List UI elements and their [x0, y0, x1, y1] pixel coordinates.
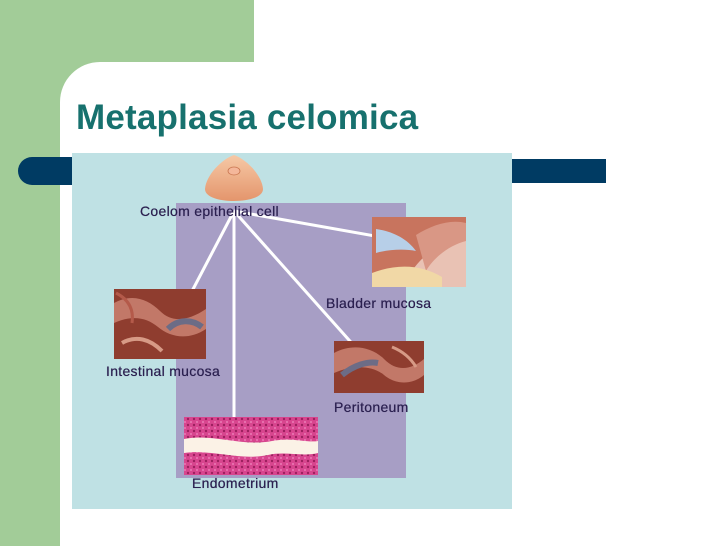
intestinal-mucosa-image [114, 289, 206, 359]
line-to-peritoneum [232, 210, 359, 350]
coelomic-metaplasia-figure: Coelom epithelial cell Bladder mucosa In… [72, 153, 512, 509]
line-to-bladder [233, 209, 393, 241]
figure-graphics [114, 155, 466, 478]
connector-lines [188, 209, 393, 419]
line-to-intestinal [188, 210, 236, 296]
label-endometrium: Endometrium [192, 475, 279, 491]
coelom-cell-icon [205, 155, 263, 201]
label-intestinal-mucosa: Intestinal mucosa [106, 363, 221, 379]
label-bladder-mucosa: Bladder mucosa [326, 295, 432, 311]
bladder-mucosa-image [372, 217, 466, 287]
label-peritoneum: Peritoneum [334, 399, 409, 415]
label-coelom-epithelial-cell: Coelom epithelial cell [140, 203, 279, 219]
slide-title: Metaplasia celomica [76, 98, 419, 137]
peritoneum-image [334, 341, 424, 393]
endometrium-image [184, 417, 318, 475]
